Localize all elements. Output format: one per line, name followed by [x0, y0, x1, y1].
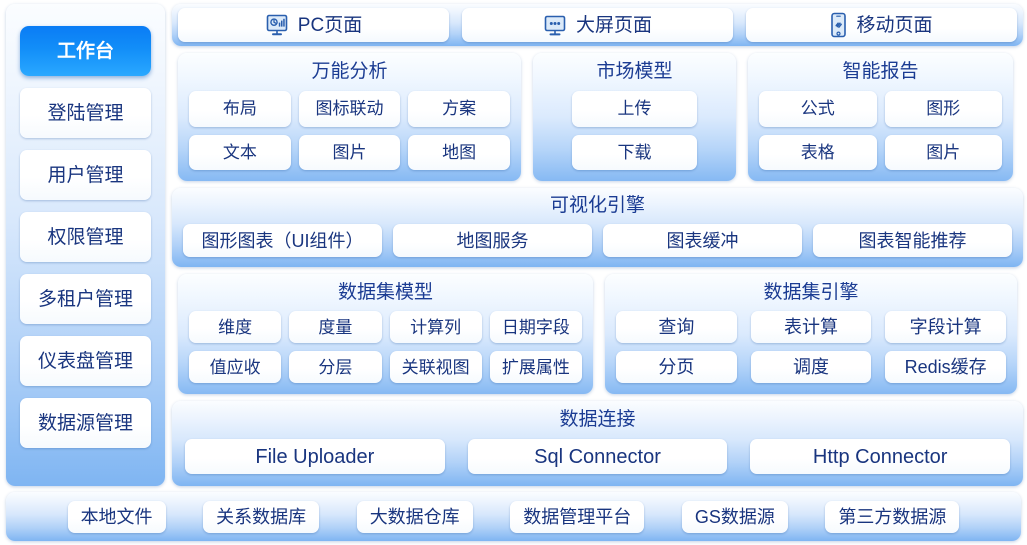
chip-date-field[interactable]: 日期字段	[489, 310, 582, 344]
chip-sql-connector[interactable]: Sql Connector	[467, 439, 728, 475]
panel-universal-analysis-title: 万能分析	[311, 61, 388, 82]
chip-scheduling[interactable]: 调度	[750, 351, 872, 384]
bigscreen-dots-icon	[544, 15, 566, 35]
sidebar-item-permission-management[interactable]: 权限管理	[20, 212, 151, 262]
chip-data-management-platform[interactable]: 数据管理平台	[510, 500, 645, 533]
chip-measure[interactable]: 度量	[289, 310, 382, 344]
panel-smart-report-title: 智能报告	[842, 61, 919, 82]
sidebar-item-multi-tenant-management[interactable]: 多租户管理	[20, 274, 151, 324]
sidebar-item-login-management[interactable]: 登陆管理	[20, 88, 151, 138]
panel-market-model: 市场模型 上传 下载	[533, 53, 736, 182]
panel-dataset-engine-title: 数据集引擎	[763, 281, 859, 303]
chip-image[interactable]: 图片	[298, 134, 401, 171]
chip-formula[interactable]: 公式	[759, 91, 877, 127]
chip-pagination[interactable]: 分页	[616, 351, 737, 384]
chip-dimension[interactable]: 维度	[189, 310, 282, 344]
chip-relational-database[interactable]: 关系数据库	[203, 500, 320, 533]
sidebar-item-dashboard-management[interactable]: 仪表盘管理	[20, 336, 151, 386]
chip-related-view[interactable]: 关联视图	[389, 351, 482, 384]
chip-hierarchy[interactable]: 分层	[289, 351, 382, 384]
sidebar-item-user-management[interactable]: 用户管理	[20, 150, 151, 200]
panel-dataset-model: 数据集模型 维度 度量 计算列 日期字段 值应收 分层 关联视图 扩展属性	[178, 273, 593, 395]
panel-data-connection: 数据连接 File Uploader Sql Connector Http Co…	[172, 401, 1023, 487]
chip-extended-attribute[interactable]: 扩展属性	[489, 351, 582, 384]
chip-field-calculation[interactable]: 字段计算	[885, 310, 1007, 344]
main-stack: PC页面 大屏页面	[172, 4, 1023, 487]
page-type-tabs: PC页面 大屏页面	[172, 4, 1023, 46]
sidebar: 工作台 登陆管理 用户管理 权限管理 多租户管理 仪表盘管理 数据源管理	[6, 4, 165, 486]
tab-mobile-page[interactable]: 移动页面	[746, 8, 1017, 42]
chip-local-file[interactable]: 本地文件	[67, 500, 166, 533]
chip-picture[interactable]: 图片	[884, 134, 1002, 171]
chip-chart-buffer[interactable]: 图表缓冲	[603, 224, 802, 257]
chip-big-data-warehouse[interactable]: 大数据仓库	[356, 500, 473, 533]
tab-bigscreen-page-label: 大屏页面	[575, 14, 652, 36]
chip-scheme[interactable]: 方案	[408, 91, 511, 127]
panel-smart-report: 智能报告 公式 图形 表格 图片	[748, 53, 1013, 182]
tab-pc-page[interactable]: PC页面	[178, 8, 449, 42]
sidebar-item-workbench[interactable]: 工作台	[20, 26, 151, 76]
chip-upload[interactable]: 上传	[572, 91, 697, 127]
tab-bigscreen-page[interactable]: 大屏页面	[462, 8, 733, 42]
sidebar-item-datasource-management[interactable]: 数据源管理	[20, 398, 151, 448]
panel-universal-analysis: 万能分析 布局 图标联动 方案 文本 图片 地图	[178, 53, 521, 182]
panel-visualization-engine-title: 可视化引擎	[549, 195, 645, 217]
chip-calculated-column[interactable]: 计算列	[389, 310, 482, 344]
data-sources-bar: 本地文件 关系数据库 大数据仓库 数据管理平台 GS数据源 第三方数据源	[6, 492, 1021, 541]
panel-dataset-engine: 数据集引擎 查询 表计算 字段计算 分页 调度 Redis缓存	[605, 273, 1017, 395]
chip-graphic[interactable]: 图形	[884, 91, 1002, 127]
chip-download[interactable]: 下载	[572, 134, 697, 171]
panel-dataset-model-title: 数据集模型	[337, 281, 433, 303]
chip-redis-cache[interactable]: Redis缓存	[885, 351, 1007, 384]
tab-pc-page-label: PC页面	[297, 14, 363, 36]
chip-chart-smart-recommend[interactable]: 图表智能推荐	[813, 224, 1012, 257]
chip-gs-datasource[interactable]: GS数据源	[681, 500, 788, 533]
chip-third-party-datasource[interactable]: 第三方数据源	[825, 500, 960, 533]
chip-query[interactable]: 查询	[616, 310, 737, 344]
chip-http-connector[interactable]: Http Connector	[750, 439, 1011, 475]
monitor-chart-icon	[266, 14, 288, 35]
chip-file-uploader[interactable]: File Uploader	[185, 439, 445, 475]
application-layer: 万能分析 布局 图标联动 方案 文本 图片 地图 市场模型	[172, 53, 1023, 182]
tab-mobile-page-label: 移动页面	[856, 14, 933, 36]
panel-market-model-title: 市场模型	[596, 61, 673, 82]
chip-table-calculation[interactable]: 表计算	[750, 310, 872, 344]
chip-map-service[interactable]: 地图服务	[393, 224, 592, 257]
chip-ui-charts[interactable]: 图形图表（UI组件）	[183, 224, 382, 257]
chip-layout[interactable]: 布局	[189, 91, 291, 127]
chip-icon-linkage[interactable]: 图标联动	[298, 91, 401, 127]
panel-visualization-engine: 可视化引擎 图形图表（UI组件） 地图服务 图表缓冲 图表智能推荐	[172, 188, 1023, 267]
chip-value-receivable[interactable]: 值应收	[189, 351, 282, 384]
chip-map[interactable]: 地图	[408, 134, 511, 171]
chip-text[interactable]: 文本	[189, 134, 291, 171]
chip-table[interactable]: 表格	[759, 134, 877, 171]
dataset-layer: 数据集模型 维度 度量 计算列 日期字段 值应收 分层 关联视图 扩展属性	[172, 273, 1023, 395]
mobile-phone-icon	[831, 12, 847, 38]
panel-data-connection-title: 数据连接	[559, 409, 636, 431]
